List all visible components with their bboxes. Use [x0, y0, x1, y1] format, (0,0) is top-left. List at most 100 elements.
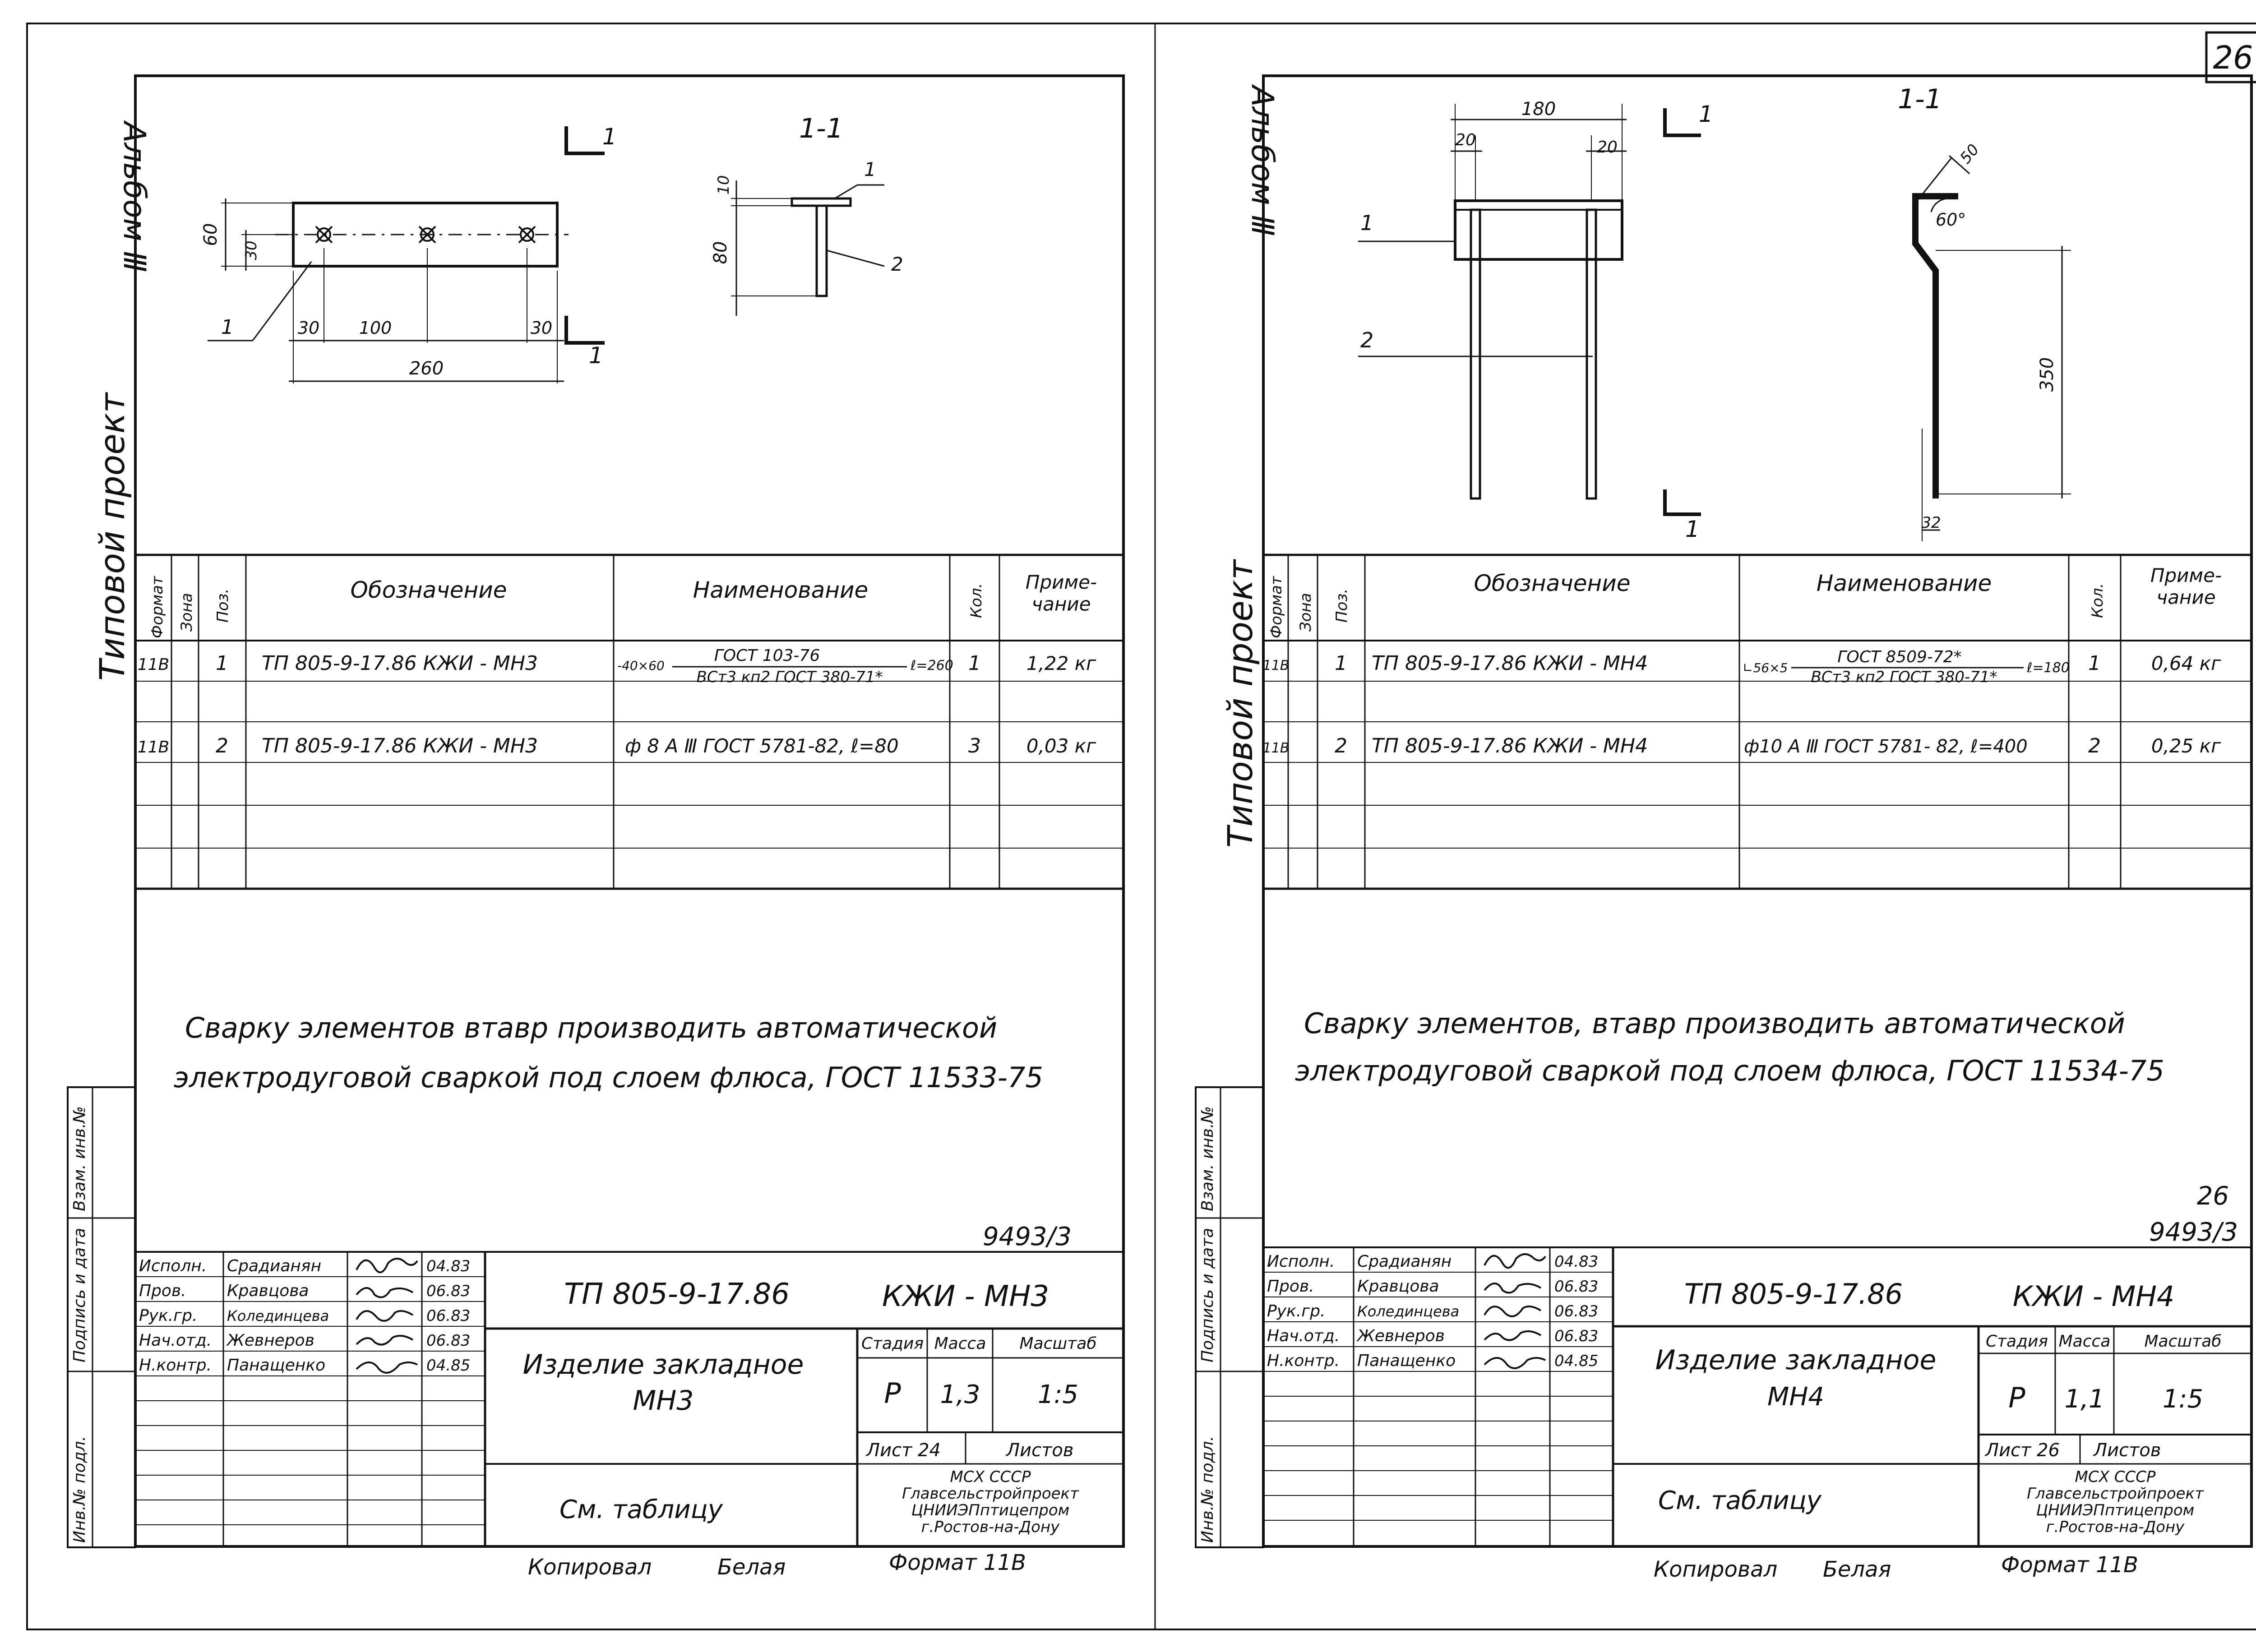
spec-row1-pos: 1 — [216, 652, 228, 675]
tb-name-4: Жевнеров — [1356, 1327, 1445, 1345]
spec-row2-qty: 2 — [2088, 734, 2101, 757]
spec-table: Формат Зона Поз. Обозначение Наименовани… — [1262, 554, 2253, 890]
spec-row2-name: ф 8 А Ⅲ ГОСТ 5781-82, ℓ=80 — [625, 735, 899, 757]
spec-row1-format: 11В — [138, 655, 170, 674]
spec-row1-note: 0,64 кг — [2151, 652, 2221, 674]
tb-date-1: 04.83 — [1554, 1253, 1598, 1271]
section-mark-top: 1 — [602, 124, 617, 150]
dim-60: 60 — [200, 223, 221, 246]
dim-60deg: 60° — [1936, 210, 1966, 230]
tb-item-title-1: Изделие закладное — [1655, 1344, 1937, 1376]
tb-stage: Р — [2008, 1381, 2025, 1414]
spec-row2-designation: ТП 805-9-17.86 КЖИ - МН4 — [1372, 734, 1648, 757]
footer-copied: Копировал — [528, 1555, 652, 1580]
tb-item-title-2: МН4 — [1767, 1382, 1824, 1412]
signature-scribbles — [1484, 1253, 1546, 1369]
dim-30-v: 30 — [242, 240, 260, 260]
spec-row2-note: 0,03 кг — [1026, 735, 1096, 757]
signature-scribbles — [356, 1258, 418, 1374]
spec-head-designation: Обозначение — [1474, 570, 1631, 596]
tb-item-title-1: Изделие закладное — [523, 1349, 804, 1380]
spec-row1-name-suffix: ℓ=180 — [2026, 660, 2070, 676]
note-line-1: Сварку элементов втавр производить автом… — [185, 1011, 997, 1044]
dim-260: 260 — [409, 358, 444, 379]
archive-number: 9493/3 — [2149, 1218, 2238, 1247]
tb-role-4: Нач.отд. — [139, 1331, 212, 1350]
tb-org-4: г.Ростов-на-Дону — [921, 1518, 1060, 1536]
side-project-label: Типовой проект — [1220, 558, 1260, 848]
spec-row2-designation: ТП 805-9-17.86 КЖИ - МН3 — [262, 734, 538, 757]
extra-page-number: 26 — [2197, 1181, 2229, 1211]
side-stamp-cell-inv: Инв.№ подл. — [1198, 1436, 1217, 1543]
pos-2-label: 2 — [1360, 328, 1373, 352]
tb-name-5: Панащенко — [227, 1356, 325, 1375]
archive-number: 9493/3 — [983, 1222, 1072, 1251]
spec-row1-name-top: ГОСТ 8509-72* — [1837, 648, 1961, 666]
sheet-left: Альбом Ⅲ Типовой проект Инв.№ подл. Подп… — [67, 74, 1125, 1580]
note-line-2: электродуговой сваркой под слоем флюса, … — [174, 1061, 1043, 1094]
tb-doc-mark: КЖИ - МН4 — [2013, 1280, 2175, 1313]
sheet-right: Альбом Ⅲ Типовой проект Инв.№ подл. Подп… — [1195, 74, 2253, 1582]
tb-role-2: Пров. — [139, 1282, 186, 1300]
side-album-label: Альбом Ⅲ — [1244, 84, 1280, 236]
tb-date-1: 04.83 — [426, 1257, 470, 1275]
spec-head-designation: Обозначение — [351, 577, 507, 603]
spec-row2-pos: 2 — [1335, 734, 1347, 757]
tb-role-3: Рук.гр. — [1267, 1302, 1325, 1320]
tb-org-1: МСХ СССР — [2075, 1468, 2156, 1486]
side-stamp-cell-sign: Подпись и дата — [70, 1228, 89, 1362]
tb-date-3: 06.83 — [426, 1307, 470, 1325]
tb-role-5: Н.контр. — [139, 1356, 212, 1375]
spec-head-qty: Кол. — [2089, 583, 2107, 618]
dim-350: 350 — [2037, 357, 2057, 392]
section-title: 1-1 — [1898, 83, 1942, 115]
spec-row2-name: ф10 А Ⅲ ГОСТ 5781- 82, ℓ=400 — [1744, 736, 2028, 757]
tb-role-3: Рук.гр. — [139, 1306, 197, 1325]
tb-doc-code: ТП 805-9-17.86 — [564, 1278, 790, 1311]
spec-row1-format: 11В — [1263, 658, 1290, 674]
section-pos-1: 1 — [864, 158, 876, 180]
side-stamp — [67, 1086, 136, 1548]
tb-name-1: Срадианян — [227, 1257, 321, 1275]
spec-head-format: Формат — [148, 576, 166, 638]
spec-row1-name-top: ГОСТ 103-76 — [714, 646, 820, 665]
pos-1-label: 1 — [1360, 211, 1373, 235]
tb-date-4: 06.83 — [426, 1332, 470, 1350]
dim-20-left: 20 — [1455, 131, 1476, 149]
tb-head-stage: Стадия — [1986, 1332, 2048, 1351]
tb-date-5: 04.85 — [1554, 1352, 1598, 1370]
tb-head-scale: Масштаб — [1019, 1334, 1096, 1353]
dim-30-right: 30 — [531, 318, 552, 338]
spec-head-zone: Зона — [1297, 593, 1315, 632]
spec-head-note: Приме-чание — [2150, 564, 2222, 608]
tb-date-2: 06.83 — [1554, 1278, 1598, 1296]
tb-sheet-label: Лист 24 — [865, 1440, 941, 1461]
tb-org-3: ЦНИИЭПптицепром — [2036, 1501, 2195, 1519]
dim-30-left: 30 — [298, 318, 319, 338]
tb-name-3: Колединцева — [227, 1307, 329, 1324]
spec-row2-pos: 2 — [216, 734, 228, 757]
page-outline — [26, 23, 2256, 1630]
spec-table: Формат Зона Поз. Обозначение Наименовани… — [134, 554, 1125, 890]
tb-date-3: 06.83 — [1554, 1302, 1598, 1320]
dim-10: 10 — [715, 175, 733, 194]
footer-format: Формат 11В — [2001, 1552, 2138, 1578]
spec-row1-qty: 1 — [968, 652, 981, 675]
spec-row2-format: 11В — [138, 738, 170, 757]
footer-paper: Белая — [717, 1555, 786, 1580]
spec-head-note: Приме-чание — [1026, 571, 1097, 615]
tb-date-5: 04.85 — [426, 1357, 470, 1375]
spec-head-name: Наименование — [1817, 570, 1992, 596]
section-mark-bottom: 1 — [1685, 516, 1700, 542]
side-project-label: Типовой проект — [92, 392, 132, 681]
spec-row2-note: 0,25 кг — [2151, 735, 2221, 757]
dim-100: 100 — [359, 318, 392, 338]
dim-80: 80 — [710, 241, 731, 264]
tb-doc-mark: КЖИ - МН3 — [882, 1280, 1049, 1313]
spec-row2-format: 11В — [1263, 740, 1290, 756]
spec-row1-pos: 1 — [1335, 652, 1347, 675]
spec-row1-qty: 1 — [2088, 652, 2101, 675]
note-line-2: электродуговой сваркой под слоем флюса, … — [1295, 1054, 2164, 1087]
pos-1-label: 1 — [221, 316, 234, 339]
spec-row1-designation: ТП 805-9-17.86 КЖИ - МН3 — [262, 652, 538, 675]
